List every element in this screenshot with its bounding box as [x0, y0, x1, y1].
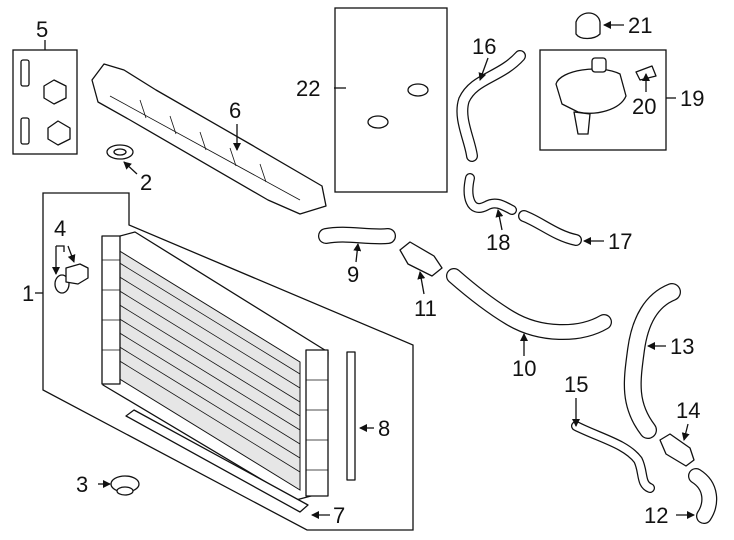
- callout-21: 21: [628, 13, 652, 38]
- callout-9: 9: [347, 262, 359, 287]
- callout-16: 16: [472, 34, 496, 59]
- radiator-group-outline: [42, 192, 414, 531]
- callout-20: 20: [632, 94, 656, 119]
- reservoir-cap: [575, 12, 601, 40]
- grommet: [106, 144, 134, 160]
- callout-22: 22: [296, 76, 320, 101]
- reservoir-kit: [539, 49, 676, 151]
- callout-labels: 5 1 2 3 4 6 7 8 9 10 11 12 13 14 15 16 1…: [22, 13, 704, 528]
- side-seal-strip: [346, 351, 356, 481]
- callout-13: 13: [670, 334, 694, 359]
- callout-15: 15: [564, 372, 588, 397]
- callout-14: 14: [676, 398, 700, 423]
- callout-2: 2: [140, 170, 152, 195]
- lower-seal-strip: [125, 409, 309, 513]
- radiator-group: [42, 192, 414, 531]
- callout-3: 3: [76, 472, 88, 497]
- callout-10: 10: [512, 356, 536, 381]
- callout-8: 8: [378, 416, 390, 441]
- callout-4: 4: [54, 216, 66, 241]
- part-22-kit: [334, 7, 448, 193]
- callout-6: 6: [229, 98, 241, 123]
- callout-7: 7: [333, 503, 345, 528]
- callout-11: 11: [414, 296, 437, 321]
- drain-plug: [54, 263, 89, 294]
- radiator-core: [101, 231, 329, 501]
- mounting-clip: [110, 475, 140, 496]
- callout-17: 17: [608, 229, 632, 254]
- callout-18: 18: [486, 230, 510, 255]
- callout-19: 19: [680, 86, 704, 111]
- hoses: [318, 50, 718, 524]
- callout-5: 5: [36, 17, 48, 42]
- callout-12: 12: [644, 503, 668, 528]
- part-5-kit: [12, 49, 78, 155]
- leader-lines: [35, 21, 695, 519]
- upper-bracket: [91, 63, 327, 215]
- callout-1: 1: [22, 281, 34, 306]
